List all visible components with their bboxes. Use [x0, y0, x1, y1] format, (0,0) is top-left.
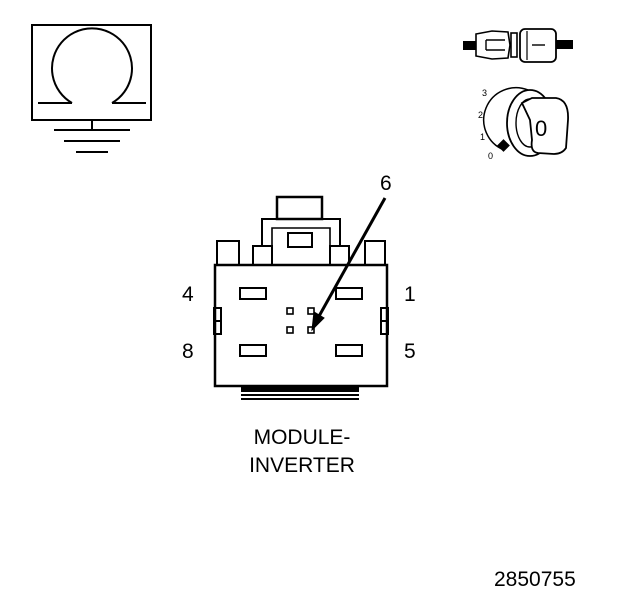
cavity-8	[239, 344, 267, 357]
cavity-6	[307, 326, 315, 334]
connector-body	[213, 263, 389, 388]
callout-arrow-head	[311, 311, 325, 332]
connector-latch	[275, 195, 324, 221]
connector-male-half	[475, 30, 511, 60]
key-rotation-arc	[482, 86, 529, 151]
key-face-label: 0	[535, 116, 548, 141]
connector-wire-left	[463, 41, 476, 50]
key-position-label-2: 2	[478, 110, 484, 120]
caption-line-2: INVERTER	[249, 454, 355, 477]
connector-base	[241, 386, 359, 392]
cavity-7	[286, 326, 294, 334]
cavity-3	[307, 307, 315, 315]
ground-symbol	[31, 24, 152, 153]
figure-number: 2850755	[494, 568, 576, 591]
key-head	[520, 97, 569, 155]
cavity-2	[286, 307, 294, 315]
connector-latch-housing	[261, 218, 341, 247]
connector-latch-button	[287, 232, 313, 248]
cavity-5	[335, 344, 363, 357]
pin-label-8: 8	[182, 340, 194, 363]
key-position-label-0: 0	[488, 151, 494, 161]
pin-label-1: 1	[404, 283, 416, 306]
key-position-marker	[497, 139, 510, 152]
caption-line-1: MODULE-	[253, 426, 351, 449]
ground-symbol-loop	[51, 27, 133, 104]
connector-wire-right	[556, 40, 573, 49]
harness-connector	[213, 195, 389, 400]
ground-symbol-frame	[31, 24, 152, 121]
connector-halves-icon	[463, 28, 573, 63]
ignition-key-icon	[482, 86, 569, 157]
pin-callout-label: 6	[380, 172, 392, 195]
key-position-label-3: 3	[482, 88, 488, 98]
cavity-4	[239, 287, 267, 300]
pin-label-5: 5	[404, 340, 416, 363]
key-position-label-1: 1	[480, 132, 486, 142]
callout-arrow-line	[316, 197, 387, 319]
pin-label-4: 4	[182, 283, 194, 306]
cavity-1	[335, 287, 363, 300]
connector-caption: MODULE- INVERTER	[202, 424, 402, 480]
